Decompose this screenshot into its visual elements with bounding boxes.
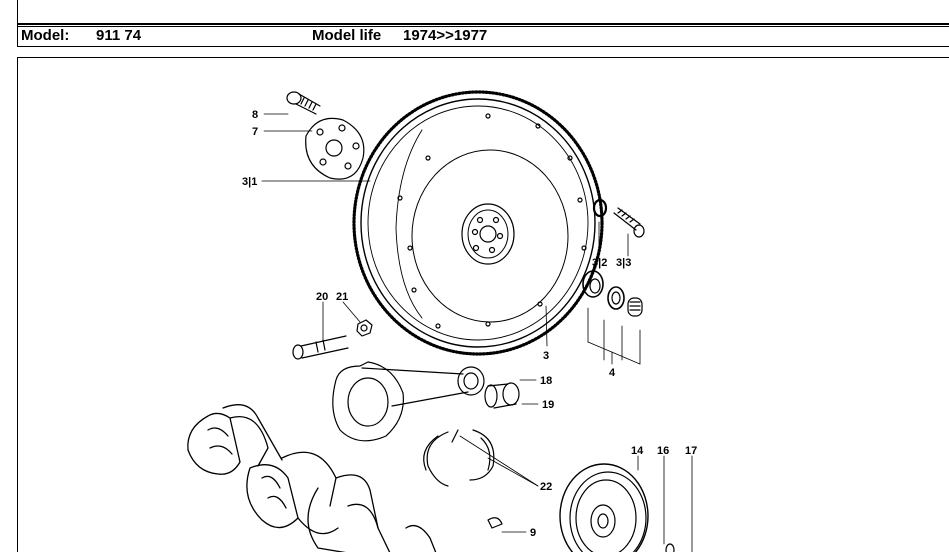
diagram-svg: 8 7 3|1 3|2 3|3 20 21 3 4 18 19 22 14 16… [187,90,697,552]
label-part-3-1: 3|1 [242,176,257,188]
header-rule-bottom [17,46,949,47]
top-blank-box [17,0,949,24]
label-part-22: 22 [540,481,552,493]
bolt-part-20 [292,335,349,360]
connecting-rod-part-18 [332,361,485,442]
washer-part-32 [592,198,608,218]
label-part-3-2: 3|2 [592,257,607,269]
model-info-bar: Model: 911 74 Model life 1974>>1977 [17,25,949,46]
label-part-4: 4 [609,367,616,379]
flywheel [352,90,604,356]
washer-part-16 [665,543,675,552]
label-part-19: 19 [542,399,554,411]
crankshaft [187,404,437,552]
screw-part-33 [613,207,645,238]
bearing-shells-part-22 [423,429,495,487]
label-part-3-3: 3|3 [616,257,631,269]
nut-part-21 [356,319,373,337]
leader-lines [261,113,693,552]
model-life-value: 1974>>1977 [403,27,488,44]
model-value: 911 74 [96,27,142,44]
header-rule-double [17,26,949,27]
label-part-17: 17 [685,445,697,457]
bolt-part-8 [286,91,321,115]
label-part-20: 20 [316,291,328,303]
bearing-set-part-4 [582,270,643,317]
label-part-8: 8 [252,109,258,121]
label-part-16: 16 [657,445,669,457]
pulley-part-14 [559,463,649,552]
label-part-3: 3 [543,350,549,362]
plate-part-7 [305,117,365,180]
label-part-18: 18 [540,375,552,387]
key-part-9 [487,517,503,529]
label-part-14: 14 [631,445,644,457]
label-part-21: 21 [336,291,348,303]
label-part-9: 9 [530,527,536,539]
bushing-part-19 [484,382,520,409]
model-label: Model: [21,27,70,44]
exploded-parts-diagram: 8 7 3|1 3|2 3|3 20 21 3 4 18 19 22 14 16… [17,57,949,552]
label-part-7: 7 [252,126,258,138]
header-rule-top [17,24,949,25]
model-life-label: Model life [312,27,382,44]
